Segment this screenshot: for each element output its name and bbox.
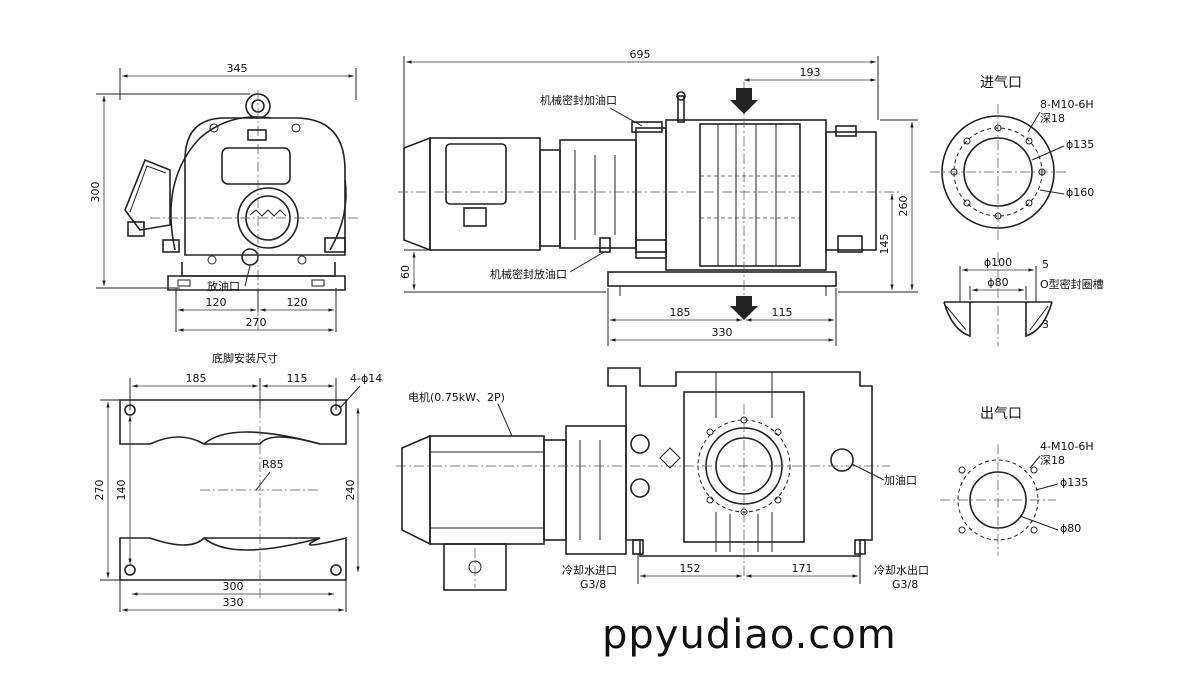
seal-groove-label: O型密封圈槽 (1040, 277, 1104, 291)
foot-h240-dim: 240 (344, 480, 357, 501)
inlet-flange-view: 进气口 8-M10-6H 深18 ϕ135 ϕ160 (930, 75, 1094, 240)
base-right-dim: 115 (772, 306, 793, 319)
height-total-dim: 260 (897, 196, 910, 217)
outlet-flange-view: 出气口 4-M10-6H 深18 ϕ135 ϕ80 (940, 406, 1094, 556)
cool-in-thread: G3/8 (580, 578, 606, 591)
base-height-dim: 60 (399, 265, 412, 279)
seal-h3-label: 3 (1042, 318, 1049, 331)
foot-h140-dim: 140 (115, 480, 128, 501)
seal-w5-label: 5 (1042, 258, 1049, 271)
inlet-d160-label: ϕ160 (1066, 186, 1094, 199)
oil-drain-label: 放油口 (207, 279, 240, 293)
inlet-d135-label: ϕ135 (1066, 138, 1094, 151)
inlet-depth-label: 深18 (1040, 112, 1065, 125)
outlet-d135-label: ϕ135 (1060, 476, 1088, 489)
motor-label: 电机(0.75kW、2P) (408, 390, 505, 404)
inlet-offset-dim: 193 (800, 66, 821, 79)
watermark-text: ppyudiao.com (602, 612, 897, 658)
cool-out-label: 冷却水出口 (874, 563, 929, 577)
seal-d80-label: ϕ80 (987, 276, 1008, 289)
oil-fill-label: 加油口 (884, 473, 917, 487)
seal-oil-drain-label: 机械密封放油口 (490, 267, 567, 281)
height-center-dim: 145 (878, 234, 891, 255)
foot-plan-view: 底脚安装尺寸 185 115 4-ϕ14 R85 270 140 240 300… (93, 351, 382, 612)
cool-d171-dim: 171 (792, 562, 813, 575)
foot-left-dim: 120 (206, 296, 227, 309)
front-width-dim: 345 (227, 62, 248, 75)
seal-d100-label: ϕ100 (984, 256, 1012, 269)
inlet-title: 进气口 (980, 75, 1022, 91)
foot-top-left-dim: 185 (186, 372, 207, 385)
outlet-d80-label: ϕ80 (1060, 522, 1081, 535)
foot-plan-title: 底脚安装尺寸 (212, 351, 278, 365)
front-view: 345 300 放油口 120 120 270 (89, 62, 360, 332)
foot-w330-dim: 330 (223, 596, 244, 609)
base-total-dim: 330 (712, 326, 733, 339)
side-view: 695 193 机械密封加油口 机械密封放油口 260 145 (398, 48, 918, 346)
outlet-title: 出气口 (980, 406, 1022, 422)
top-view: 电机(0.75kW、2P) 加油口 152 171 冷却水进口 G3/8 冷却水… (396, 367, 929, 591)
cool-in-label: 冷却水进口 (562, 564, 617, 577)
foot-h270-dim: 270 (93, 480, 106, 501)
foot-top-right-dim: 115 (287, 372, 308, 385)
base-left-dim: 185 (670, 306, 691, 319)
cool-d152-dim: 152 (680, 562, 701, 575)
inlet-holes-label: 8-M10-6H (1040, 98, 1094, 111)
seal-groove-detail: ϕ100 5 ϕ80 O型密封圈槽 3 (943, 252, 1104, 346)
outlet-holes-label: 4-M10-6H (1040, 440, 1094, 453)
foot-radius-label: R85 (262, 458, 284, 471)
foot-w300-dim: 300 (223, 580, 244, 593)
front-height-dim: 300 (89, 182, 102, 203)
seal-oil-fill-label: 机械密封加油口 (540, 93, 617, 107)
cool-out-thread: G3/8 (892, 578, 918, 591)
foot-right-dim: 120 (287, 296, 308, 309)
foot-holes-label: 4-ϕ14 (350, 372, 382, 385)
foot-total-dim: 270 (246, 316, 267, 329)
overall-length-dim: 695 (630, 48, 651, 61)
outlet-depth-label: 深18 (1040, 454, 1065, 467)
